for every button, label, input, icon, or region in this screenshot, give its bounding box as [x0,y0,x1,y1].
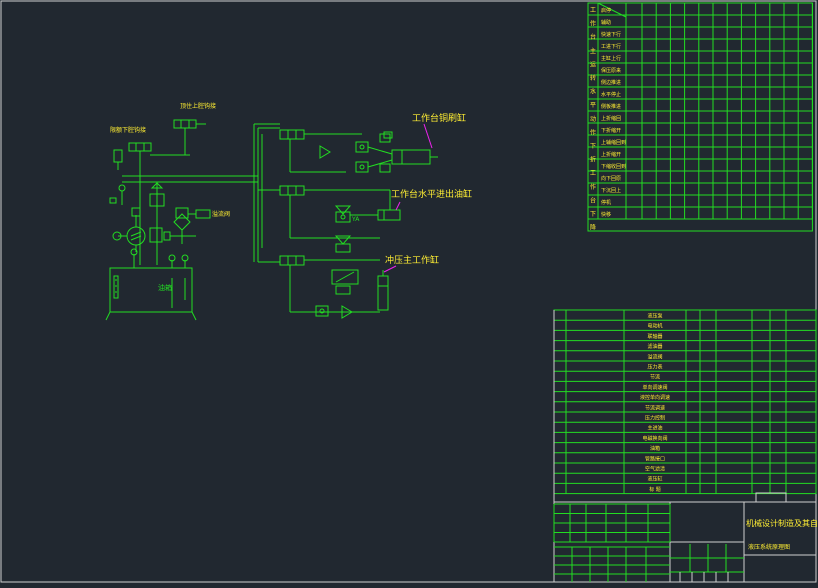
oil-tank [109,267,193,313]
parts-row-label: 液压泵 [647,313,662,320]
parts-row-label: 标 题 [649,486,661,493]
hydraulic-schematic [105,119,438,321]
action-row-label: 上辅缩回到 [601,139,626,146]
action-side-label: 下 [590,211,596,218]
parts-small-box [755,492,787,503]
action-side-label: 动 [590,116,596,123]
parts-row-label: 联轴器 [647,333,662,340]
action-sequence-table: 启停辅助快速下行工进下行主缸上行保压原来侧边推进水平停止侧板推进上折缩回下折缩开… [587,2,813,232]
action-side-label: 工 [590,170,596,177]
action-side-label: 台 [590,33,596,41]
parts-row-label: 节流调速 [645,404,665,411]
parts-list-table: 液压泵电动机联轴器滤油器溢流阀压力表节流单向调速阀液控单向调速节流调速压力控制主… [553,309,817,503]
title-block: 机械设计制造及其自动化 液压系统原理图 [553,310,818,582]
parts-row-label: 节流 [650,374,660,381]
label-cylinder-1: 工作台铜刷缸 [412,112,466,124]
action-table-diagonal [597,2,627,18]
label-tank: 油箱 [158,283,172,292]
label-relief-valve: 溢流阀 [212,210,230,218]
label-left-valve: 限额下腔钩接 [110,126,146,134]
drawing-title: 机械设计制造及其自动化 [746,518,818,528]
action-row-label: 保压原来 [601,67,621,74]
parts-row-label: 滤油器 [647,343,662,350]
action-side-label: 转 [590,74,596,82]
action-side-label: 主 [590,47,596,55]
action-side-label: 降 [590,224,596,232]
schematic-labels: 顶住上腔钩接 限额下腔钩接 溢流阀 油箱 YA 工作台铜刷缸 工作台水平进出油缸… [110,102,472,292]
action-row-label: 上折缩开 [601,151,621,158]
action-side-label: 作 [590,183,596,191]
action-row-label: 向下回原 [601,175,621,182]
leader-lines [383,123,433,273]
action-side-label: 运 [590,60,596,68]
action-row-label: 侧边推进 [601,79,621,86]
action-row-label: 上折缩回 [601,115,621,122]
action-row-label: 工进下行 [601,43,621,50]
label-cylinder-2: 工作台水平进出油缸 [391,188,472,200]
action-side-label: 工 [590,7,596,14]
action-side-label: 折 [590,156,596,164]
action-side-label: 水 [590,88,596,96]
drawing-subtitle: 液压系统原理图 [748,543,790,551]
action-row-label: 辅助 [601,19,611,26]
action-row-label: 水平停止 [601,91,621,98]
parts-row-label: 液压缸 [647,476,662,483]
label-cylinder-3: 冲压主工作缸 [385,254,439,266]
label-ya: YA [351,216,360,223]
action-row-label: 快移 [601,211,611,218]
action-side-label: 下 [590,143,596,150]
action-side-label: 平 [590,102,596,109]
action-side-label: 作 [590,20,596,28]
action-row-label: 主缸上行 [601,55,621,62]
action-side-label: 作 [590,128,596,136]
parts-row-label: 压力控制 [645,415,665,422]
parts-row-label: 溢流阀 [647,353,662,360]
action-row-label: 侧板推进 [601,103,621,110]
parts-row-label: 空气滤清 [645,466,665,473]
action-row-label: 下缩收回到 [601,163,626,170]
parts-row-label: 油箱 [650,445,660,452]
action-row-label: 启停 [601,7,611,14]
action-side-label: 台 [590,196,596,204]
action-table-frame [587,2,813,232]
parts-row-label: 管路接口 [645,455,665,462]
action-row-label: 下折缩开 [601,127,621,134]
action-row-label: 快速下行 [601,31,621,38]
parts-row-label: 主进油 [647,425,662,432]
parts-row-label: 电动机 [647,323,662,330]
action-row-label: 停机 [601,199,611,206]
parts-row-label: 单向调速阀 [642,384,667,391]
label-top-valve: 顶住上腔钩接 [180,102,216,110]
parts-row-label: 电磁换向阀 [642,435,667,442]
parts-row-label: 液控单向调速 [640,394,670,401]
parts-row-label: 压力表 [647,364,662,371]
action-row-label: 下沉回上 [601,187,621,194]
